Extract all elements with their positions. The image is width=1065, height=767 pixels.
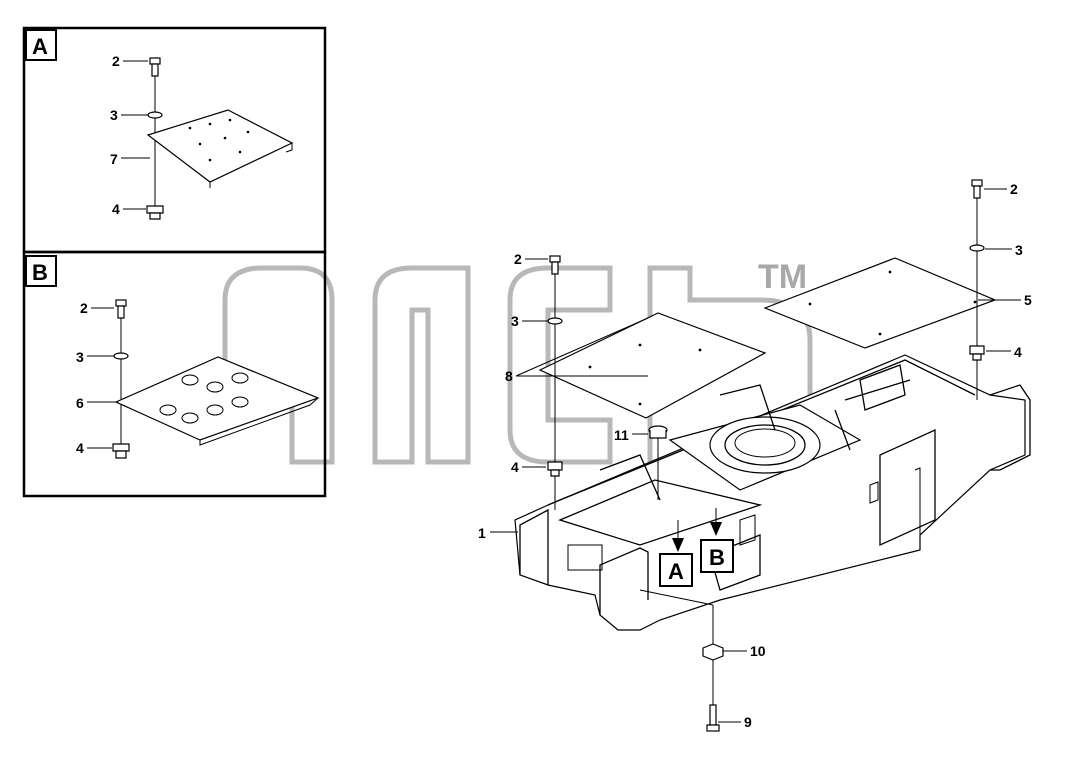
callout-b-4: 4	[76, 440, 84, 456]
bushing-icon	[648, 425, 668, 439]
view-marker-a: A	[668, 559, 684, 584]
detail-view-b-letter: B	[32, 260, 48, 285]
bolt-icon	[115, 299, 127, 319]
callout-main-9: 9	[744, 714, 752, 730]
callout-a-3: 3	[110, 107, 118, 123]
callout-main-4-right: 4	[1014, 344, 1022, 360]
callout-main-11: 11	[614, 427, 629, 443]
cover-plate-8	[538, 312, 767, 419]
callout-a-7: 7	[110, 151, 118, 167]
view-marker-b: B	[709, 545, 725, 570]
callout-main-5: 5	[1024, 292, 1032, 308]
main-frame-view: A B 1 2 3 8 4 11 2 3 5 4 10 9	[478, 179, 1032, 732]
clip-nut-icon	[969, 345, 985, 361]
callout-b-3: 3	[76, 349, 84, 365]
hex-nut-icon	[702, 643, 724, 661]
callout-main-2: 2	[514, 251, 522, 267]
callout-main-3-right: 3	[1015, 242, 1023, 258]
callout-main-10: 10	[750, 643, 766, 659]
bolt-icon	[971, 179, 983, 199]
clip-nut-icon	[547, 461, 563, 477]
bolt-icon	[149, 57, 161, 77]
callout-main-3: 3	[511, 313, 519, 329]
washer-icon	[547, 317, 563, 325]
detail-view-a: A 2 3 7 4	[22, 26, 327, 254]
callout-b-2: 2	[80, 300, 88, 316]
bolt-icon	[549, 255, 561, 275]
callout-b-6: 6	[76, 395, 84, 411]
clip-nut-icon	[146, 205, 164, 220]
washer-icon	[969, 244, 985, 252]
callout-main-2-right: 2	[1010, 181, 1018, 197]
perforated-plate-icon	[114, 356, 320, 441]
detail-view-b: B 2 3 6 4	[22, 250, 327, 498]
watermark-trademark: TM	[758, 258, 807, 296]
callout-a-4: 4	[112, 201, 120, 217]
washer-icon	[147, 111, 163, 119]
callout-main-8: 8	[505, 368, 513, 384]
detail-view-a-letter: A	[32, 34, 48, 59]
frame-body	[514, 354, 1026, 631]
callout-main-4: 4	[511, 459, 519, 475]
bolt-icon	[706, 704, 720, 732]
callout-a-2: 2	[112, 53, 120, 69]
callout-main-1: 1	[478, 525, 486, 541]
plate-icon	[146, 109, 294, 183]
washer-icon	[113, 352, 129, 360]
clip-nut-icon	[112, 443, 130, 459]
